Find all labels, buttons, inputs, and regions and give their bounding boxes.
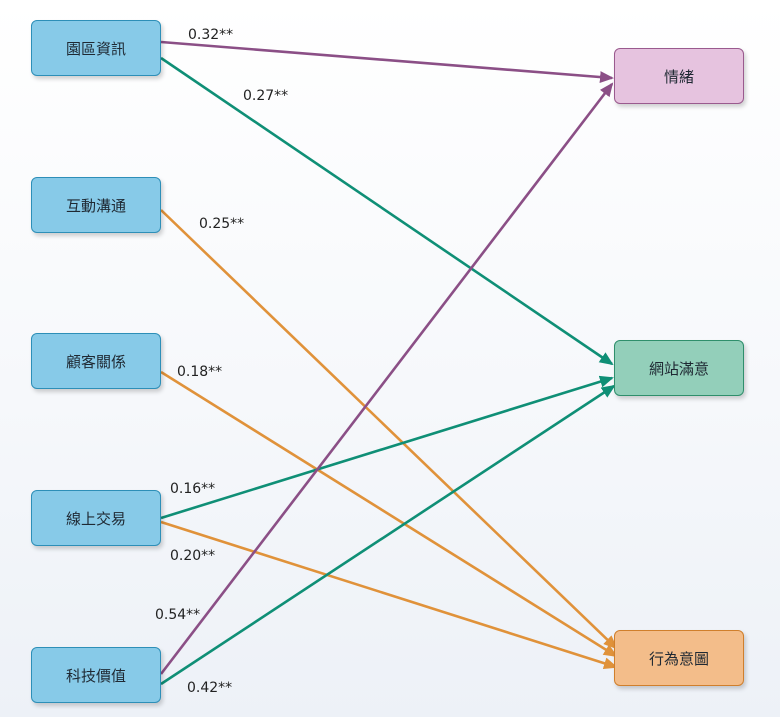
node-technology-value: 科技價值 <box>31 647 161 703</box>
node-interactive-communication: 互動溝通 <box>31 177 161 233</box>
coefficient-label: 0.42** <box>187 680 232 696</box>
path-arrow-relationship-intention <box>160 370 618 658</box>
coefficient-label: 0.27** <box>243 88 288 104</box>
node-label: 顧客關係 <box>65 352 126 371</box>
node-label: 互動溝通 <box>65 196 126 215</box>
node-behavioral-intention: 行為意圖 <box>614 630 744 686</box>
node-website-satisfaction: 網站滿意 <box>614 340 744 396</box>
node-label: 科技價值 <box>65 666 126 685</box>
coefficient-label: 0.20** <box>170 548 215 564</box>
path-arrow-info-emotion <box>160 40 614 84</box>
node-online-transaction: 線上交易 <box>31 490 161 546</box>
path-arrow-technology-emotion <box>159 82 614 675</box>
node-label: 行為意圖 <box>648 649 709 668</box>
node-park-information: 園區資訊 <box>31 20 161 76</box>
node-customer-relationship: 顧客關係 <box>31 333 161 389</box>
coefficient-label: 0.54** <box>155 607 200 623</box>
coefficient-label: 0.16** <box>170 481 215 497</box>
coefficient-label: 0.25** <box>199 216 244 232</box>
path-arrow-info-satisfaction <box>160 56 614 366</box>
node-emotion: 情緒 <box>614 48 744 104</box>
node-label: 情緒 <box>663 67 694 86</box>
path-arrow-transaction-intention <box>160 520 618 670</box>
coefficient-label: 0.18** <box>177 364 222 380</box>
node-label: 網站滿意 <box>648 359 709 378</box>
node-label: 園區資訊 <box>65 39 126 58</box>
path-arrow-technology-satisfaction <box>160 384 616 686</box>
path-arrow-interaction-intention <box>160 209 618 650</box>
path-arrow-transaction-satisfaction <box>160 375 614 520</box>
node-label: 線上交易 <box>65 509 126 528</box>
coefficient-label: 0.32** <box>188 27 233 43</box>
